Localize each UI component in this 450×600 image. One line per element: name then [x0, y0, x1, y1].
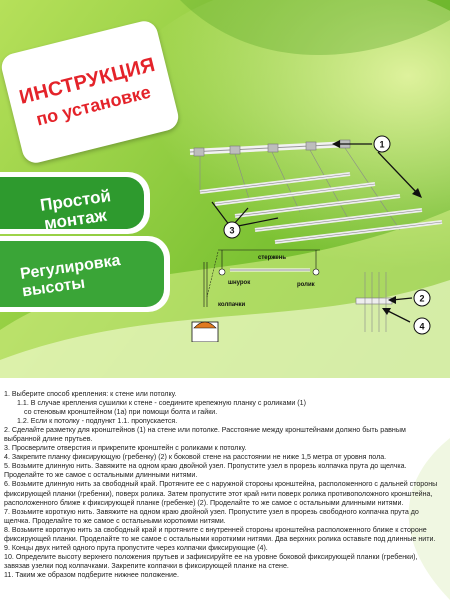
badge-adjust-fill: Регулировка высоты — [0, 241, 164, 307]
callout-3-pointers — [211, 201, 279, 227]
callout-4-pointer — [382, 308, 411, 323]
callout-1-marker — [373, 135, 391, 153]
instruction-step: 1.1. В случае крепления сушилки к стене … — [17, 399, 306, 408]
callout-3-number: 3 — [229, 226, 234, 236]
label-cord: шнурок — [228, 280, 250, 286]
fixing-comb — [355, 272, 393, 332]
callout-4-number: 4 — [419, 322, 424, 332]
badge-simple-fill: Простой монтаж — [0, 177, 144, 233]
instruction-step: 5. Возьмите длинную нить. Завяжите на од… — [4, 462, 407, 480]
instruction-step: 8. Возьмите короткую нить за свободный к… — [4, 525, 436, 543]
ceiling-bracket — [189, 139, 351, 157]
instructions-text: 1. Выберите способ крепления: к стене ил… — [4, 390, 444, 580]
callout-2-number: 2 — [419, 294, 424, 304]
instruction-step: 11. Таким же образом подберите нижнее по… — [4, 570, 179, 579]
label-rod: стержень — [258, 255, 286, 261]
badge-height-adjustment: Регулировка высоты — [0, 236, 170, 312]
instruction-step: 4. Закрепите планку фиксирующую (гребенк… — [4, 453, 387, 462]
instruction-step: 1.2. Если к потолку - подпункт 1.1. проп… — [17, 417, 178, 426]
instruction-step: 3. Просверлите отверстия и прикрепите кр… — [4, 444, 247, 453]
badge-simple-mounting: Простой монтаж — [0, 172, 150, 234]
detail-inset — [203, 249, 320, 307]
callout-2-marker — [413, 289, 431, 307]
callout-1-number: 1 — [379, 140, 384, 150]
instruction-step: 9. Концы двух нитей одного прута пропуст… — [4, 543, 268, 552]
cap-illustration — [191, 321, 219, 342]
callout-1-pointers — [332, 140, 422, 198]
instruction-step: 6. Возьмите длинную нить за свободный кр… — [4, 480, 438, 507]
callout-4-marker — [413, 317, 431, 335]
instruction-step: 7. Возьмите короткую нить. Завяжите на о… — [4, 507, 419, 525]
instructions-panel: 1. Выберите способ крепления: к стене ил… — [0, 378, 450, 600]
instruction-step: со стеновым кронштейном (1а) при помощи … — [24, 408, 218, 417]
callout-3-marker — [223, 221, 241, 239]
instruction-step: 10. Определите высоту верхнего положения… — [4, 552, 418, 570]
callout-2-pointer — [388, 296, 413, 304]
instruction-step: 2. Сделайте разметку для кронштейнов (1)… — [4, 426, 406, 444]
instruction-step: 1. Выберите способ крепления: к стене ил… — [4, 390, 177, 398]
label-cap: колпачки — [218, 302, 246, 308]
label-roller: ролик — [297, 282, 315, 288]
rods — [199, 172, 443, 244]
installation-diagram: 1 3 стержень шнурок ролик колпачки — [160, 122, 450, 342]
